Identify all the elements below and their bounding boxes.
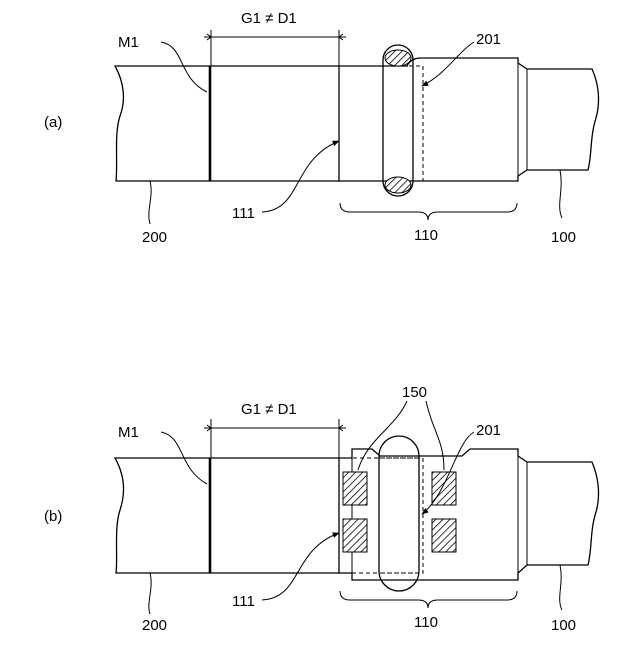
label-100: 100 <box>551 617 576 634</box>
pipe-200 <box>115 66 339 181</box>
panel-b: (b) G1 ≠ D1 M1 150 201 11 <box>44 384 599 634</box>
label-200: 200 <box>142 617 167 634</box>
seal-section-top <box>385 50 411 66</box>
sensor-150-top-left <box>343 472 367 505</box>
sensor-150-bottom-left <box>343 519 367 552</box>
sensor-150-bottom-right <box>432 519 456 552</box>
pipe-200 <box>115 458 339 573</box>
brace-110 <box>340 203 517 220</box>
leader-200 <box>149 181 151 224</box>
joint-110 <box>339 449 599 580</box>
sensor-150-top-right <box>432 472 456 505</box>
label-201: 201 <box>476 422 501 439</box>
m1-label: M1 <box>118 424 139 441</box>
gap-label: G1 ≠ D1 <box>241 10 297 27</box>
brace-110 <box>340 591 517 608</box>
label-110: 110 <box>414 614 438 631</box>
seal-section-bottom <box>385 177 411 193</box>
label-100: 100 <box>551 229 576 246</box>
panel-a: (a) G1 ≠ D1 M1 201 111 110 200 <box>44 10 599 246</box>
leader-200 <box>149 573 151 614</box>
gap-label: G1 ≠ D1 <box>241 401 297 418</box>
label-201: 201 <box>476 31 501 48</box>
label-200: 200 <box>142 229 167 246</box>
leader-100 <box>560 565 562 610</box>
panel-a-label: (a) <box>44 114 62 131</box>
label-111: 111 <box>232 205 255 222</box>
joint-110 <box>339 58 599 181</box>
label-111: 111 <box>232 593 255 610</box>
label-150: 150 <box>402 384 427 401</box>
label-110: 110 <box>414 227 438 244</box>
panel-b-label: (b) <box>44 508 62 525</box>
m1-label: M1 <box>118 34 139 51</box>
leader-100 <box>560 170 562 218</box>
